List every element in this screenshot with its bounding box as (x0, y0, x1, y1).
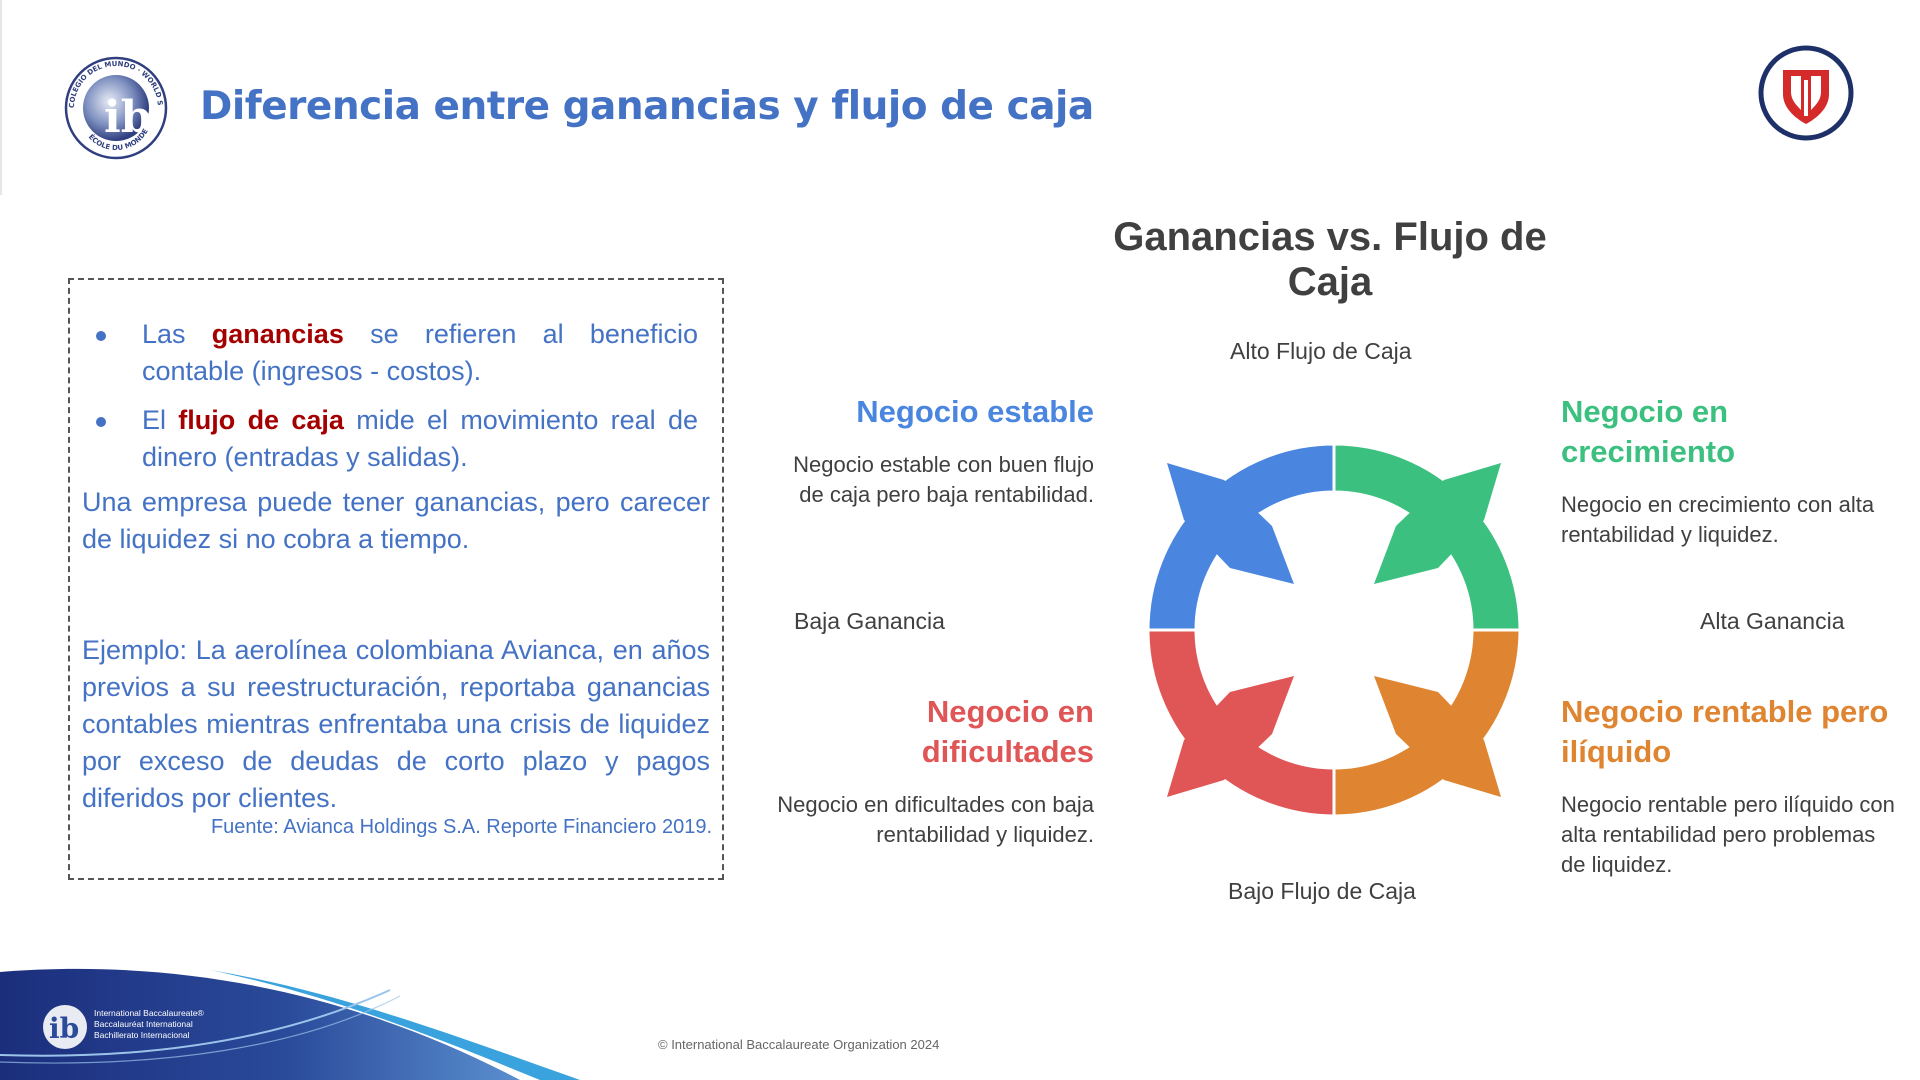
explanation-box: Las ganancias se refieren al beneficio c… (68, 278, 724, 880)
axis-label-low-profit: Baja Ganancia (794, 608, 945, 634)
axis-label-high-cash-flow: Alto Flujo de Caja (1230, 338, 1412, 364)
quadrant-description: Negocio estable con buen flujo de caja p… (793, 452, 1094, 507)
quadrant-ring-bottom-right (1332, 628, 1522, 818)
ib-footer-logo: ib (43, 1005, 87, 1049)
quadrant-ring-top-left (1146, 442, 1336, 632)
quadrant-struggling-business: Negocio en dificultades Negocio en dific… (770, 692, 1094, 850)
school-shield-logo (1758, 45, 1854, 141)
quadrant-description: Negocio en dificultades con baja rentabi… (777, 792, 1094, 847)
quadrant-ring-top-right (1332, 442, 1522, 632)
quadrant-title: Negocio estable (856, 394, 1094, 429)
source-citation: Fuente: Avianca Holdings S.A. Reporte Fi… (210, 816, 712, 838)
bullet-ganancias: Las ganancias se refieren al beneficio c… (96, 316, 698, 390)
quadrant-title: Negocio en crecimiento (1561, 394, 1736, 469)
bullet-dot-icon (96, 331, 106, 341)
svg-text:ib: ib (49, 1012, 79, 1045)
bullet-flujo-de-caja: El flujo de caja mide el movimiento real… (96, 402, 698, 476)
quadrant-cycle-diagram (1144, 440, 1524, 820)
ib-footer-wordmark: International Baccalaureate® Baccalauréa… (94, 1008, 204, 1040)
quadrant-description: Negocio rentable pero ilíquido con alta … (1561, 792, 1895, 877)
quadrant-profitable-illiquid-business: Negocio rentable pero ilíquido Negocio r… (1561, 692, 1901, 880)
axis-label-low-cash-flow: Bajo Flujo de Caja (1228, 878, 1416, 904)
axis-label-high-profit: Alta Ganancia (1700, 608, 1845, 634)
liquidity-note: Una empresa puede tener ganancias, pero … (82, 487, 710, 554)
quadrant-title: Negocio en dificultades (921, 694, 1094, 769)
slide-edge (0, 0, 2, 195)
diagram-title: Ganancias vs. Flujo de Caja (1113, 215, 1547, 304)
footer-swoosh-banner (0, 968, 580, 1080)
quadrant-growing-business: Negocio en crecimiento Negocio en crecim… (1561, 392, 1901, 550)
ib-world-school-logo: ib COLEGIO DEL MUNDO · WORLD SCHOOL ÉCOL… (60, 52, 168, 160)
definition-list: Las ganancias se refieren al beneficio c… (96, 316, 698, 488)
quadrant-stable-business: Negocio estable Negocio estable con buen… (770, 392, 1094, 510)
copyright-notice: © International Baccalaureate Organizati… (658, 1037, 940, 1052)
page-title: Diferencia entre ganancias y flujo de ca… (200, 84, 1094, 129)
avianca-example: Ejemplo: La aerolínea colombiana Avianca… (82, 635, 710, 813)
svg-text:ib: ib (104, 92, 151, 143)
quadrant-title: Negocio rentable pero ilíquido (1561, 694, 1889, 769)
quadrant-description: Negocio en crecimiento con alta rentabil… (1561, 492, 1875, 547)
quadrant-ring-bottom-left (1146, 628, 1336, 818)
bullet-dot-icon (96, 417, 106, 427)
